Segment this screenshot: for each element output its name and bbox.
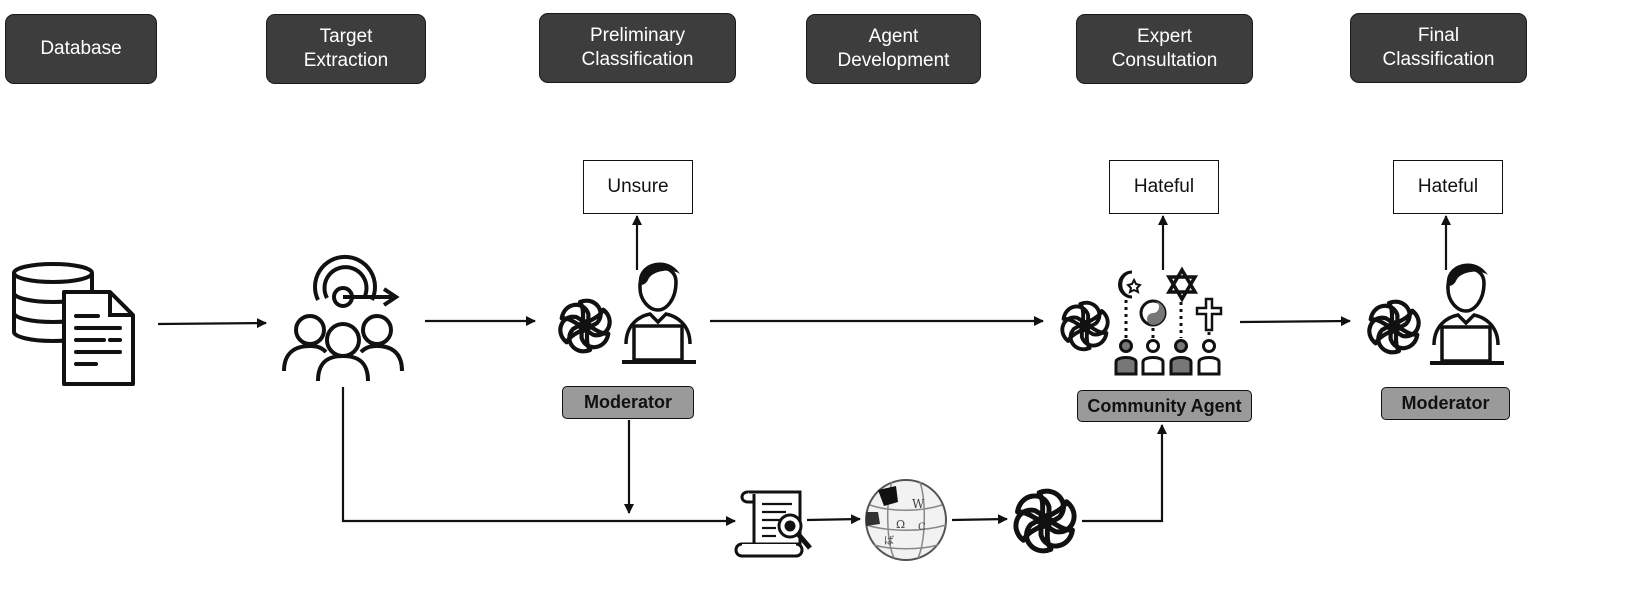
religious-symbols-icon: [1118, 266, 1223, 338]
openai-logo-icon: [1010, 490, 1080, 552]
openai-logo-icon: [1055, 299, 1115, 353]
svg-text:Ω: Ω: [896, 518, 905, 531]
openai-logo-icon: [555, 300, 615, 352]
stage-agent-development: Agent Development: [806, 14, 981, 84]
output-hateful-expert: Hateful: [1109, 160, 1219, 214]
flow-connectors: [157, 215, 1451, 526]
svg-text:ば: ば: [884, 535, 894, 547]
stage-expert-consultation: Expert Consultation: [1076, 14, 1253, 84]
moderator-person-icon: [620, 260, 698, 364]
stage-final-classification: Final Classification: [1350, 13, 1527, 83]
output-hateful-final: Hateful: [1393, 160, 1503, 214]
stage-target-extraction: Target Extraction: [266, 14, 426, 84]
stage-database: Database: [5, 14, 157, 84]
stage-preliminary-classification: Preliminary Classification: [539, 13, 736, 83]
community-people-icon: [1114, 339, 1221, 376]
role-moderator-final: Moderator: [1381, 387, 1510, 420]
moderator-person-icon: [1428, 261, 1506, 365]
svg-text:W: W: [912, 497, 925, 511]
role-moderator-preliminary: Moderator: [562, 386, 694, 419]
output-unsure: Unsure: [583, 160, 693, 214]
role-community-agent: Community Agent: [1077, 390, 1252, 422]
wikipedia-globe-icon: W Ω C ば: [865, 479, 947, 561]
svg-text:C: C: [918, 522, 926, 533]
document-icon: [62, 290, 135, 386]
openai-logo-icon: [1364, 301, 1424, 353]
scroll-search-icon: [734, 490, 812, 558]
target-audience-icon: [282, 255, 404, 382]
